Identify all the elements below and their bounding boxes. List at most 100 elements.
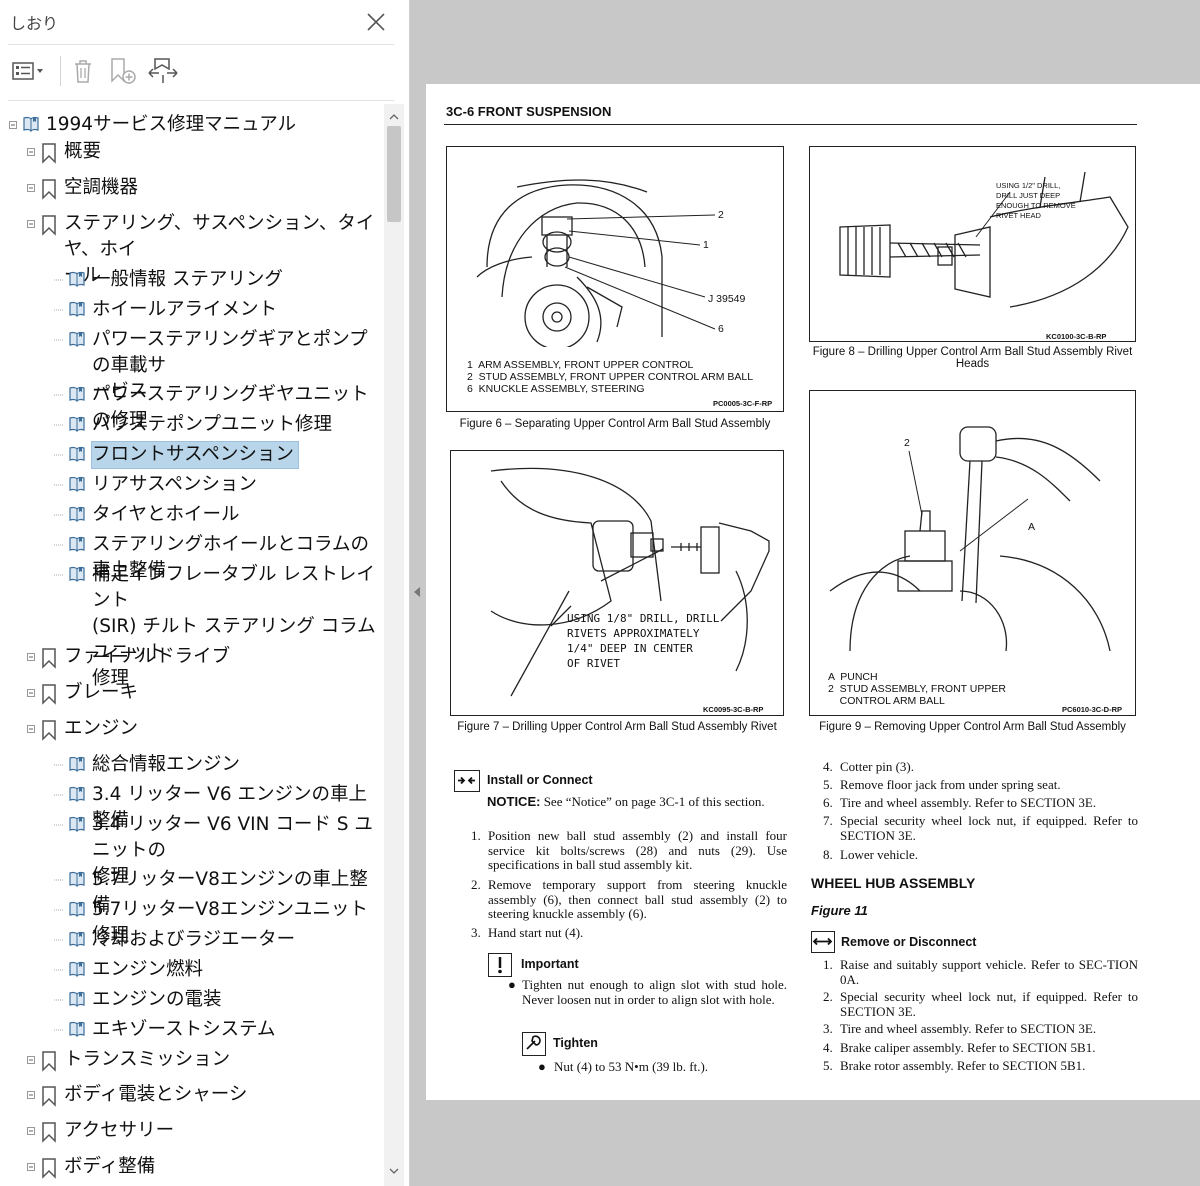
install-step: 2. Remove temporary support from steerin… [471,877,787,924]
fig6-callout: 1 [703,239,709,251]
tree-connector [54,335,64,345]
tree-connector [54,905,64,915]
options-menu-button[interactable] [8,56,50,86]
bookmark-item[interactable]: エンジン燃料 [0,957,384,983]
bookmark-item[interactable]: ホイールアライメント [0,297,384,323]
bookmark-item[interactable]: ステアリングホイールとコラムの車上整備 [0,532,384,584]
bookmark-label: ブレーキ [64,682,139,703]
bookmark-item[interactable]: パワーステアリングギアとポンプの車載サ ービス [0,327,384,405]
bookmark-label: エンジンの電装 [92,989,222,1010]
tree-connector [54,305,64,315]
bookmark-item[interactable]: タイヤとホイール [0,502,384,528]
bookmark-item[interactable]: 一般情報 ステアリング [0,267,384,293]
panel-splitter[interactable] [410,0,424,1186]
install-step: 8. Lower vehicle. [823,847,1138,864]
expand-toggle-icon[interactable] [26,652,36,662]
bookmark-item[interactable]: 総合情報エンジン [0,752,384,778]
book-icon [68,475,86,497]
expand-toggle-icon[interactable] [26,183,36,193]
bookmark-item[interactable]: ボディ電装とシャーシ [0,1082,384,1111]
fig7-code: KC0095-3C-B-RP [703,705,764,714]
find-bookmark-button[interactable] [146,56,180,86]
scrollbar[interactable] [384,104,404,1186]
expand-toggle-icon[interactable] [26,1126,36,1136]
fig6-caption: Figure 6 – Separating Upper Control Arm … [459,418,771,430]
step-text: Remove temporary support from steering k… [488,877,787,921]
bookmark-item[interactable]: 5.7リッターV8エンジンの車上整備 [0,867,384,919]
bookmark-label: 5.7リッターV8エンジンユニット修理 [92,899,368,946]
bookmark-item[interactable]: ブレーキ [0,680,384,709]
step-number: 5. [823,777,833,792]
bookmark-item[interactable]: 3.4 リッター V6 VIN コード S ユニットの 修理 [0,812,384,890]
expand-toggle-icon[interactable] [26,147,36,157]
bookmark-label: エンジン燃料 [92,959,204,980]
delete-button[interactable] [66,56,100,86]
expand-toggle-icon[interactable] [26,688,36,698]
step-text: Special security wheel lock nut, if equi… [840,989,1138,1019]
bookmark-item[interactable]: 5.7リッターV8エンジンユニット修理 [0,897,384,949]
book-icon [68,960,86,982]
step-text: Lower vehicle. [840,847,918,862]
bookmark-item[interactable]: 補足インフレータブル レストレイント (SIR) チルト ステアリング コラム … [0,562,384,692]
tree-connector [54,420,64,430]
bookmark-icon [40,142,58,168]
bookmark-icon [40,1050,58,1076]
scroll-up-icon[interactable] [389,112,399,122]
scrollbar-thumb[interactable] [387,126,401,222]
install-step: 5. Remove floor jack from under spring s… [823,777,1138,794]
fig6-callout: J 39549 [708,293,746,305]
tree-connector [54,995,64,1005]
bookmark-label: フロントサスペンション [91,441,299,469]
bookmark-item[interactable]: パワステポンプユニット修理 [0,412,384,438]
bookmark-label: パワステポンプユニット修理 [92,414,332,435]
tree-connector [54,965,64,975]
expand-toggle-icon[interactable] [8,120,18,130]
bookmark-item[interactable]: パワーステアリングギヤユニットの修理 [0,382,384,434]
expand-toggle-icon[interactable] [26,219,36,229]
tighten-heading: Tighten [553,1036,598,1050]
bookmark-item[interactable]: 概要 [0,139,384,168]
expand-toggle-icon[interactable] [26,1090,36,1100]
bullet: ● [538,1059,546,1074]
figure-9: 2 A A PUNCH 2 STUD ASSEMBLY, FRONT UPPER… [809,390,1136,716]
fig8-code: KC0100-3C-B-RP [1046,332,1107,341]
step-text: Raise and suitably support vehicle. Refe… [840,957,1138,987]
bookmark-item[interactable]: エキゾーストシステム [0,1017,384,1043]
bookmark-item[interactable]: 3.4 リッター V6 エンジンの車上整備 [0,782,384,834]
bookmark-item[interactable]: トランスミッション [0,1047,384,1076]
bookmarks-toolbar [0,44,410,100]
expand-toggle-icon[interactable] [26,1162,36,1172]
bookmark-item[interactable]: アクセサリー [0,1118,384,1147]
install-icon [454,770,480,792]
book-icon [68,990,86,1012]
bookmark-item[interactable]: 1994サービス修理マニュアル [0,112,384,138]
expand-toggle-icon[interactable] [26,1055,36,1065]
expand-toggle-icon[interactable] [26,724,36,734]
step-text: Hand start nut (4). [488,925,584,940]
bookmark-item[interactable]: フロントサスペンション [0,441,384,469]
bookmark-item[interactable]: リアサスペンション [0,472,384,498]
bookmark-item[interactable]: 冷却およびラジエーター [0,927,384,953]
bookmark-item[interactable]: ファイナルドライブ [0,644,384,673]
bookmark-item[interactable]: ボディ整備 [0,1154,384,1183]
step-text: Brake rotor assembly. Refer to SECTION 5… [840,1058,1086,1073]
remove-step: 1. Raise and suitably support vehicle. R… [823,957,1138,990]
collapse-arrow-icon[interactable] [413,586,421,598]
close-icon[interactable] [364,10,388,34]
fig6-callout: 6 [718,323,724,335]
remove-step: 5. Brake rotor assembly. Refer to SECTIO… [823,1058,1138,1075]
header-rule [444,124,1137,125]
step-text: Brake caliper assembly. Refer to SECTION… [840,1040,1096,1055]
bookmark-item[interactable]: 空調機器 [0,175,384,204]
bookmark-item[interactable]: エンジン [0,716,384,745]
bookmark-item[interactable]: エンジンの電装 [0,987,384,1013]
add-bookmark-button[interactable] [106,56,140,86]
step-text: Position new ball stud assembly (2) and … [488,828,787,872]
fig9-callout: A [1028,521,1036,533]
bookmark-icon [40,683,58,709]
book-icon [68,870,86,892]
fig6-legend: 1 ARM ASSEMBLY, FRONT UPPER CONTROL 2 ST… [467,359,754,395]
tree-connector [54,760,64,770]
scroll-down-icon[interactable] [389,1166,399,1176]
bookmark-icon [40,214,58,240]
